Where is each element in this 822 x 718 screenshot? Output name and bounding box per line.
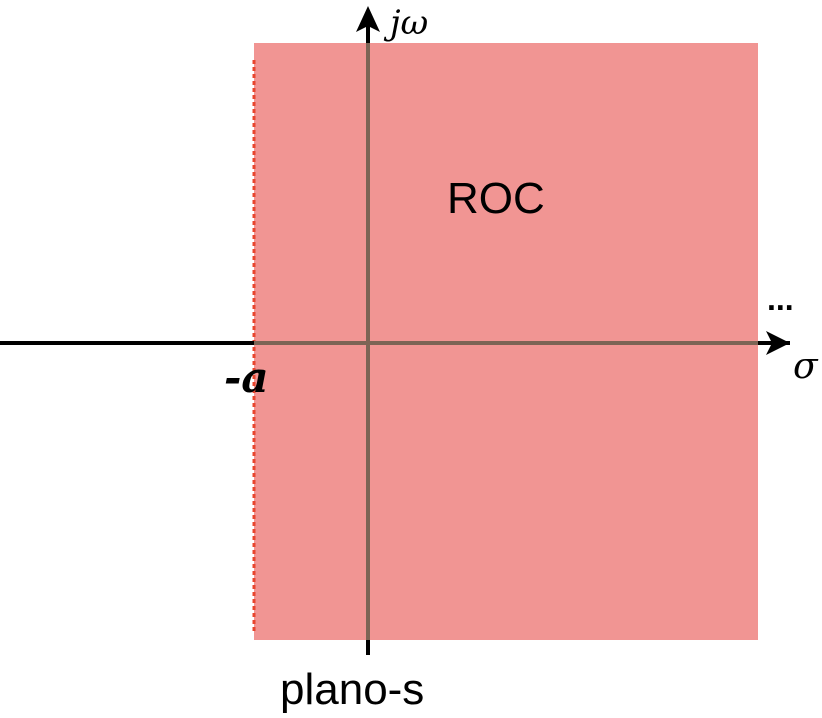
roc-label: ROC	[447, 174, 545, 223]
boundary-point-label: -a	[224, 353, 269, 402]
sigma-arrowhead	[766, 331, 790, 355]
jw-axis-label: jω	[383, 3, 428, 43]
ellipsis-label: ...	[767, 281, 794, 317]
jw-arrowhead	[356, 6, 380, 32]
plane-label: plano-s	[280, 665, 424, 714]
sigma-axis-label: σ	[793, 346, 819, 387]
